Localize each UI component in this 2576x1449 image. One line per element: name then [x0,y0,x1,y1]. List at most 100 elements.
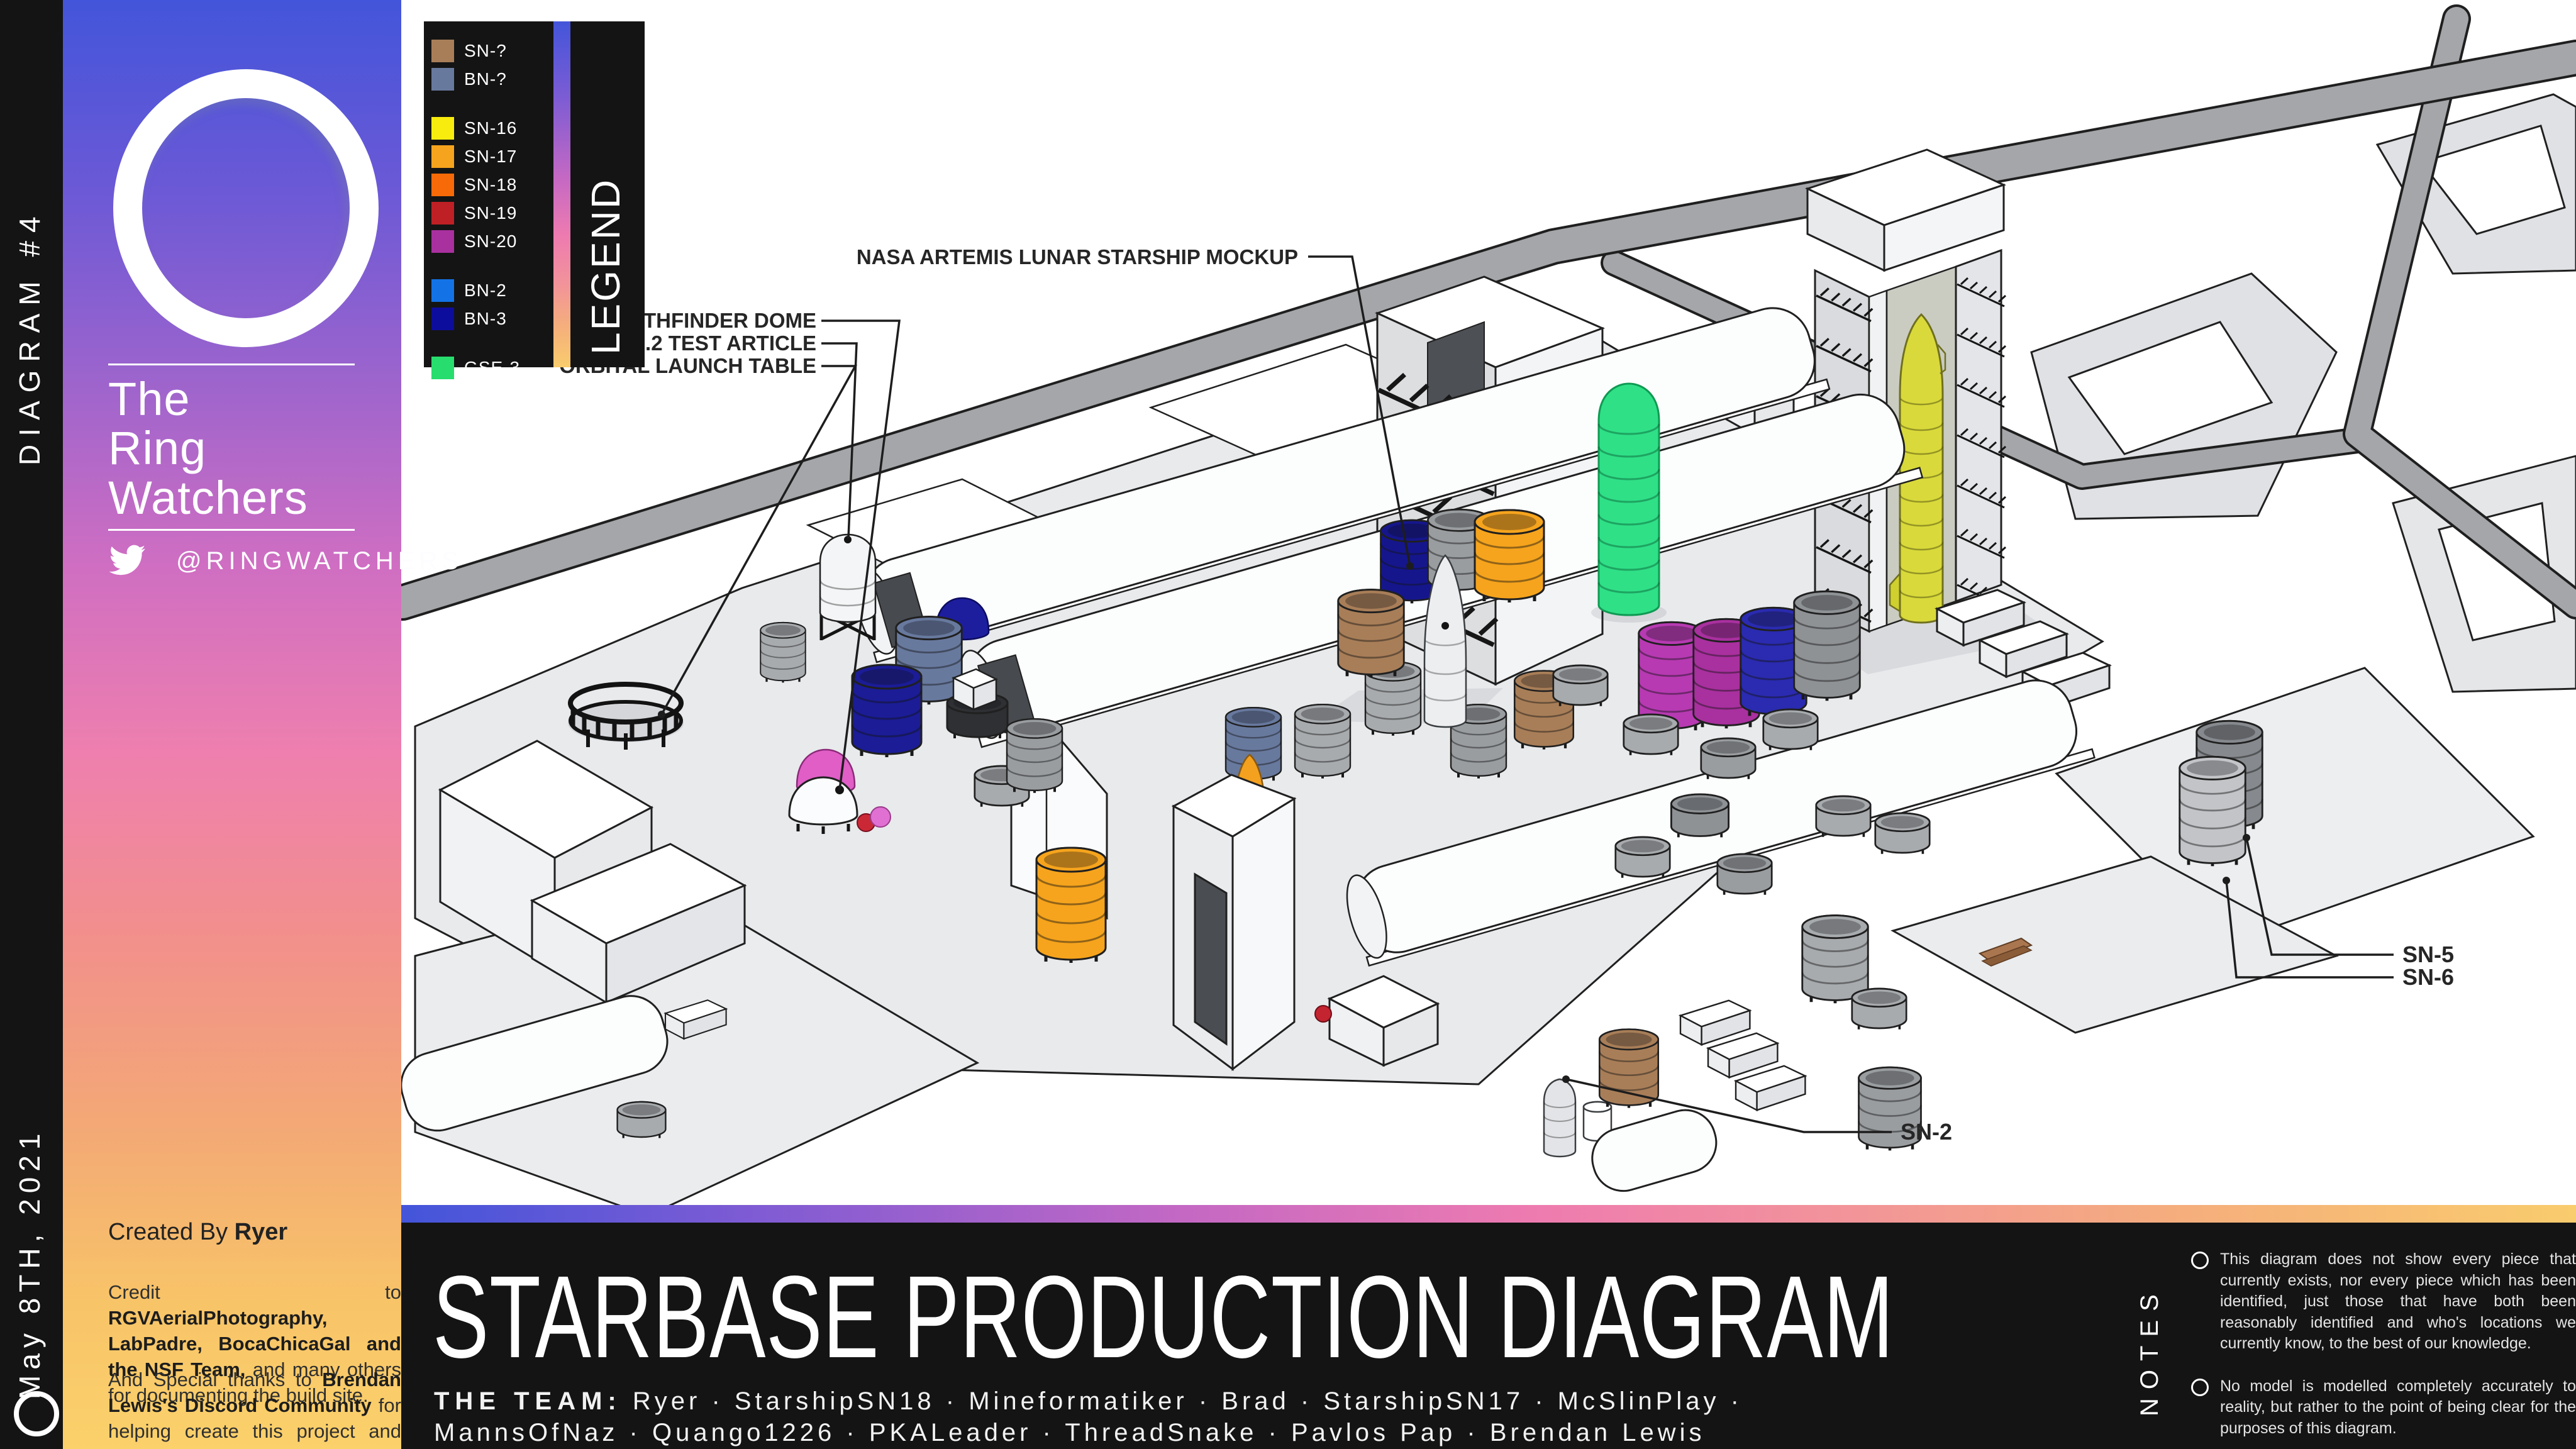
legend-swatch [431,308,454,330]
left-black-strip: DIAGRAM #4 May 8TH, 2021 [0,0,63,1449]
diagram-number: DIAGRAM #4 [13,208,46,465]
small-quonset [1591,1109,1718,1192]
twitter-icon [109,545,145,575]
orbital-launch-table-ring [568,682,684,750]
legend-swatch [431,202,454,225]
legend-label: SN-20 [464,231,518,251]
steel-ring [1815,795,1872,838]
steel-ring [1614,836,1671,879]
notes-title: NOTES [2136,1285,2163,1416]
created-by-label: Created By [108,1219,235,1245]
label-nasa-mockup: NASA ARTEMIS LUNAR STARSHIP MOCKUP [857,245,1298,269]
small-cube [951,668,999,711]
leader-dots [658,562,2250,1083]
steel-ring [1762,708,1819,752]
legend-label: BN-3 [464,309,507,328]
left-building [438,740,747,1004]
ring-stack-gray [1007,719,1062,793]
ring-stack-gray [1802,916,1868,1004]
org-name-line: The [108,373,191,425]
legend-swatch [431,40,454,62]
note-item: This diagram does not show every piece t… [2191,1249,2576,1355]
roads [384,4,2576,621]
org-name-line: Watchers [108,471,308,524]
label-sn2: SN-2 [1901,1119,1952,1145]
legend-label: SN-17 [464,147,518,166]
thanks-pre: And Special thanks to [108,1368,323,1391]
ring-stack-sn-unknown [1338,590,1404,678]
legend-item: BN-3 [431,308,520,330]
steel-ring [1552,664,1609,708]
steel-ring [1700,737,1757,780]
legend-swatch [431,68,454,91]
legend-swatch [431,230,454,253]
note-item: No model is modelled completely accurate… [2191,1376,2576,1440]
ring-stack-sn17 [1036,848,1106,963]
legend-item: SN-19 [431,202,520,225]
silver-nosecone [1423,554,1467,728]
org-name-line: Ring [108,422,207,475]
steel-ring [616,1101,667,1140]
ring-icon-small [14,1391,59,1436]
legend-item: SN-18 [431,174,520,196]
legend-label: GSE-3 [464,358,521,377]
label-pathfinder-dome: PATHFINDER DOME [618,309,816,332]
ring-watchers-logo [113,69,379,347]
label-sn6: SN-6 [2402,964,2454,990]
team-line-2: MannsOfNaz · Quango1226 · PKALeader · Th… [434,1419,1706,1446]
thanks-post: for helping create this project and givi… [108,1394,401,1449]
steel-ring [1851,987,1907,1031]
created-by-name: Ryer [234,1219,288,1245]
plank-pad [1890,855,2339,1034]
poster-date: May 8TH, 2021 [13,1128,46,1399]
sn2-tank [1543,1078,1613,1158]
note-bullet-icon [2191,1378,2209,1396]
highway-4 [387,42,2576,618]
legend-item: SN-16 [431,117,520,140]
legend-title: LEGEND [583,177,628,355]
legend-label: BN-2 [464,280,507,300]
legend-swatch [431,174,454,196]
steel-ring [1716,853,1773,896]
twitter-row: @RINGWATCHERS [108,545,463,577]
ring-stack-bn3 [852,665,921,757]
windbreak-structure [1171,774,1297,1072]
legend-label: SN-19 [464,203,518,223]
footer-gradient-strip [401,1205,2576,1223]
team-label: THE TEAM: [434,1387,622,1415]
divider [108,364,355,365]
legend-label: SN-16 [464,118,518,138]
legend-swatch [431,117,454,140]
org-name: The Ring Watchers [108,373,308,524]
legend-item: BN-? [431,68,520,91]
legend-panel: SN-? BN-? SN-16 SN-17 SN-18 SN-19 SN-20 … [424,21,645,379]
legend-swatch [431,145,454,168]
steel-ring [1623,713,1679,757]
ring-stack-sn17 [1475,510,1544,602]
legend-item: SN-? [431,40,520,62]
legend-gradient-bar [553,21,570,367]
east-road [2345,7,2576,617]
legend-swatch [431,279,454,302]
legend-item: GSE-3 [431,357,520,379]
legend-item: SN-20 [431,230,520,253]
gse3-tank [1591,382,1667,623]
legend-swatch [431,357,454,379]
legend-items: SN-? BN-? SN-16 SN-17 SN-18 SN-19 SN-20 … [431,34,520,379]
credit-post: and many others for documenting the buil… [108,1358,401,1406]
wooden-plank [1978,937,2033,967]
ring-stack-gray [1295,704,1350,779]
notes-list: This diagram does not show every piece t… [2191,1249,2576,1449]
credit-paragraph: Credit to RGVAerialPhotography, LabPadre… [108,1280,401,1409]
sn72-test-tank [819,533,877,641]
production-tent-4 [400,995,669,1132]
red-dome-piece [1314,1005,1332,1023]
note-bullet-icon [2191,1252,2209,1269]
thanks-community: Brendan Lewis's Discord Community [108,1368,401,1416]
ring-stack-gray [759,621,807,684]
label-sn5: SN-5 [2402,941,2454,967]
footer-bar: STARBASE PRODUCTION DIAGRAM THE TEAM: Ry… [401,1223,2576,1449]
leader-lines [660,255,2394,1133]
